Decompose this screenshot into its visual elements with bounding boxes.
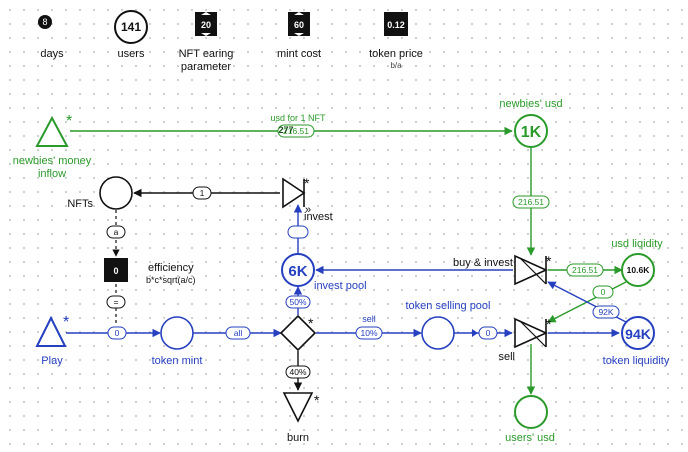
edge-liquidity-back-value: 0: [601, 287, 606, 297]
usd-liquidity-label: usd liqidity: [611, 238, 663, 250]
newbies-inflow-label-2: inflow: [38, 168, 66, 180]
buy-invest-label: buy & invest: [453, 257, 513, 269]
play-source[interactable]: *: [35, 314, 69, 347]
play-star: *: [63, 314, 69, 331]
token-price-value: 0.12: [387, 20, 405, 30]
nft-param-label-2: parameter: [181, 61, 231, 73]
nfts-pool[interactable]: [99, 176, 133, 210]
nft-param-value: 20: [201, 20, 211, 30]
mint-cost-indicator[interactable]: 60: [288, 12, 310, 36]
edge-token-back-value: 92K: [598, 307, 613, 317]
edge-usd-for-nft-value: 216.51: [283, 126, 309, 136]
token-liquidity-pool[interactable]: 94K: [621, 316, 655, 350]
edge-to-nfts[interactable]: 1: [133, 186, 280, 200]
newbies-inflow-source[interactable]: *: [35, 113, 72, 147]
invest-pool-label: invest pool: [314, 280, 367, 292]
burn-drain[interactable]: *: [282, 392, 320, 423]
efficiency-formula: b*c*sqrt(a/c): [146, 275, 196, 285]
nft-param-label-1: NFT earing: [179, 48, 234, 60]
buy-invest-star: *: [546, 253, 552, 269]
token-price-sublabel: b/a: [390, 61, 402, 70]
nfts-label: NFTs: [67, 198, 93, 210]
edge-selling-out-value: 0: [486, 328, 491, 338]
edge-newbies-down-value: 216.51: [518, 197, 544, 207]
token-price-label: token price: [369, 48, 423, 60]
edge-usd-for-nft-overlay: 277: [278, 125, 293, 135]
edge-split-sell-value: 10%: [360, 328, 377, 338]
edge-to-usd-liquidity[interactable]: 216.51: [548, 263, 623, 277]
newbies-inflow-star: *: [66, 113, 72, 130]
token-selling-pool[interactable]: [421, 316, 455, 350]
edge-usd-for-nft[interactable]: usd for 1 NFT 216.51 277: [70, 113, 513, 138]
efficiency-value: 0: [113, 266, 118, 276]
invest-star: *: [304, 175, 310, 191]
edge-play-out-value: 0: [115, 328, 120, 338]
users-value: 141: [121, 20, 141, 34]
edge-split-sell-label: sell: [362, 314, 376, 324]
play-label: Play: [41, 355, 63, 367]
buy-invest-converter[interactable]: *: [514, 253, 552, 286]
usd-liquidity-pool[interactable]: 10.6K: [621, 253, 655, 287]
splitter-gate[interactable]: *: [279, 314, 317, 352]
token-liquidity-label: token liquidity: [603, 355, 670, 367]
newbies-usd-pool[interactable]: 1K: [514, 114, 548, 148]
token-mint-label: token mint: [152, 355, 203, 367]
users-usd-pool[interactable]: [514, 395, 548, 429]
sell-converter[interactable]: *: [514, 316, 552, 349]
token-liquidity-value: 94K: [625, 326, 651, 342]
edge-token-back[interactable]: 92K: [547, 281, 627, 323]
newbies-inflow-label-1: newbies' money: [13, 155, 92, 167]
edge-eq-conn-value: =: [114, 297, 119, 307]
edge-newbies-down[interactable]: 216.51: [512, 148, 550, 256]
invest-label: invest: [304, 211, 333, 223]
sell-star: *: [546, 316, 552, 332]
usd-liquidity-value: 10.6K: [627, 265, 651, 275]
edge-split-down[interactable]: 40%: [285, 351, 311, 391]
efficiency-register[interactable]: 0: [104, 258, 128, 282]
edge-split-sell[interactable]: sell 10%: [316, 314, 422, 340]
nft-param-indicator[interactable]: 20: [195, 12, 217, 36]
days-label: days: [40, 48, 64, 60]
edge-to-usd-liquidity-value: 216.51: [572, 265, 598, 275]
edge-pool-to-invest[interactable]: [287, 204, 309, 254]
edge-split-down-value: 40%: [289, 367, 306, 377]
mint-cost-value: 60: [294, 20, 304, 30]
edge-mint-out-value: all: [234, 328, 243, 338]
invest-pool-value: 6K: [288, 263, 307, 280]
edge-split-up-value: 50%: [289, 297, 306, 307]
edge-usd-for-nft-label: usd for 1 NFT: [270, 113, 326, 123]
token-mint-pool[interactable]: [160, 316, 194, 350]
users-usd-label: users' usd: [505, 432, 555, 444]
mint-cost-label: mint cost: [277, 48, 321, 60]
edge-a-conn-value: a: [114, 227, 119, 237]
edge-mint-out[interactable]: all: [193, 326, 282, 340]
edge-to-nfts-value: 1: [200, 188, 205, 198]
token-price-indicator[interactable]: 0.12: [384, 12, 408, 36]
invest-converter[interactable]: * »: [282, 175, 311, 216]
invest-arrows: »: [305, 204, 311, 216]
burn-label: burn: [287, 432, 309, 444]
days-indicator[interactable]: 8: [38, 15, 52, 29]
edge-play-out[interactable]: 0: [66, 326, 161, 340]
sell-label: sell: [498, 351, 515, 363]
splitter-star: *: [308, 315, 314, 331]
users-label: users: [118, 48, 145, 60]
edge-eq-conn[interactable]: =: [106, 284, 126, 325]
newbies-usd-value: 1K: [521, 124, 542, 141]
token-selling-pool-label: token selling pool: [405, 300, 490, 312]
efficiency-label: efficiency: [148, 262, 194, 274]
burn-star: *: [314, 392, 320, 408]
edge-split-up[interactable]: 50%: [285, 286, 311, 315]
users-indicator[interactable]: 141: [114, 10, 148, 44]
newbies-usd-label: newbies' usd: [499, 98, 562, 110]
edge-selling-out[interactable]: 0: [454, 326, 513, 340]
edge-a-conn[interactable]: a: [106, 210, 126, 257]
invest-pool[interactable]: 6K: [281, 253, 315, 287]
days-value: 8: [42, 17, 47, 27]
